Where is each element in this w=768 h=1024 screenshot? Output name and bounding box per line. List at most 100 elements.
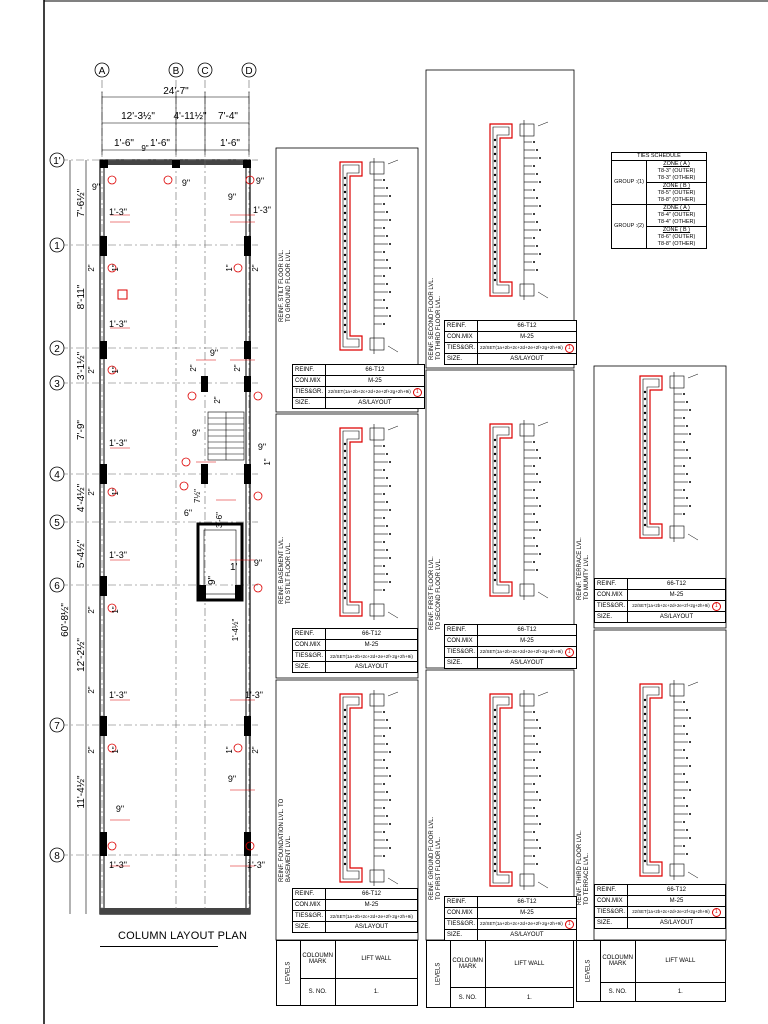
svg-text:5'-4½": 5'-4½"	[76, 539, 87, 568]
rebar-dot	[493, 508, 497, 512]
rebar-dot	[493, 466, 497, 470]
tie-dot	[386, 743, 388, 745]
tie-dot	[539, 481, 541, 483]
rebar-dot	[493, 778, 497, 782]
rebar-dot	[343, 330, 347, 334]
tie-dot	[383, 783, 385, 785]
tie-box	[669, 525, 685, 539]
tie-dot	[683, 417, 685, 419]
rebar-dot	[343, 554, 347, 558]
rebar-dot	[643, 768, 647, 772]
tie-dot	[689, 409, 691, 411]
rebar-dot	[643, 740, 647, 744]
tie-box	[369, 161, 385, 175]
rebar-dot	[493, 869, 497, 873]
rebar-dot	[643, 425, 647, 429]
rebar-dot	[643, 474, 647, 478]
tie-dot	[536, 149, 538, 151]
tie-dot	[389, 267, 391, 269]
svg-text:1": 1"	[225, 746, 234, 753]
rebar-dot	[643, 502, 647, 506]
svg-text:9": 9"	[116, 804, 124, 814]
lift-wall-outline	[489, 423, 513, 597]
tie-box	[519, 693, 535, 707]
tie-dot	[383, 565, 385, 567]
svg-text:1": 1"	[111, 746, 120, 753]
tie-dot	[539, 205, 541, 207]
rebar-dot	[343, 778, 347, 782]
tie-box	[519, 123, 535, 137]
tie-dot	[536, 743, 538, 745]
leader	[387, 425, 399, 431]
tie-dot	[386, 791, 388, 793]
rebar-dot	[493, 708, 497, 712]
svg-text:7'-9": 7'-9"	[76, 420, 87, 440]
tie-dot	[539, 775, 541, 777]
tie-dot	[689, 481, 691, 483]
rebar-dot	[643, 852, 647, 856]
tie-dot	[689, 789, 691, 791]
rebar-dot	[343, 575, 347, 579]
detail-frames	[275, 69, 727, 941]
svg-text:C: C	[201, 66, 208, 77]
svg-text:7'-6½": 7'-6½"	[76, 188, 87, 217]
rebar-dot	[493, 806, 497, 810]
tie-dot	[383, 299, 385, 301]
rebar-dot	[493, 494, 497, 498]
tie-box	[369, 693, 385, 707]
tie-dot	[389, 195, 391, 197]
rebar-dot	[493, 771, 497, 775]
rebar-dot	[493, 764, 497, 768]
tie-dot	[533, 465, 535, 467]
tie-dot	[386, 501, 388, 503]
rebar-dot	[493, 820, 497, 824]
tie-dot	[389, 799, 391, 801]
tie-dot	[389, 847, 391, 849]
tie-dot	[689, 837, 691, 839]
rebar-dot	[643, 698, 647, 702]
tie-dot	[389, 775, 391, 777]
rebar-dot	[493, 522, 497, 526]
rebar-dot	[343, 512, 347, 516]
tie-dot	[689, 457, 691, 459]
tie-dot	[533, 489, 535, 491]
rebar-dot	[493, 862, 497, 866]
lift-wall-cage	[642, 378, 660, 536]
svg-text:9": 9"	[207, 575, 218, 585]
tie-dot	[533, 141, 535, 143]
rebar-dot	[493, 201, 497, 205]
rebar-dot	[343, 715, 347, 719]
svg-text:2": 2"	[87, 746, 96, 753]
tie-dot	[689, 505, 691, 507]
detail-label-2: REINF. BASEMENT LVL.TO STILT FLOOR LVL.	[279, 536, 292, 604]
tie-dot	[689, 717, 691, 719]
tie-dot	[386, 839, 388, 841]
svg-text:2": 2"	[87, 264, 96, 271]
tie-dot	[539, 823, 541, 825]
tie-dot	[533, 759, 535, 761]
tie-dot	[389, 291, 391, 293]
tie-box	[669, 683, 685, 697]
tie-box	[519, 283, 535, 297]
rebar-dot	[493, 564, 497, 568]
svg-text:9": 9"	[210, 348, 218, 358]
rebar-dot	[493, 264, 497, 268]
svg-text:7½": 7½"	[193, 489, 202, 503]
rebar-dot	[643, 719, 647, 723]
tie-dot	[686, 733, 688, 735]
leader	[387, 691, 399, 697]
staircase	[207, 411, 245, 461]
svg-text:2": 2"	[189, 364, 198, 371]
rebar-dot	[643, 726, 647, 730]
tie-dot	[536, 269, 538, 271]
rebar-dot	[343, 526, 347, 530]
rebar-dot	[643, 712, 647, 716]
tie-dot	[539, 553, 541, 555]
rebar-dot	[643, 754, 647, 758]
tie-dot	[383, 323, 385, 325]
svg-text:60'-8½": 60'-8½"	[60, 603, 71, 637]
tie-dot	[536, 719, 538, 721]
rebar-dot	[643, 467, 647, 471]
tie-dot	[533, 807, 535, 809]
